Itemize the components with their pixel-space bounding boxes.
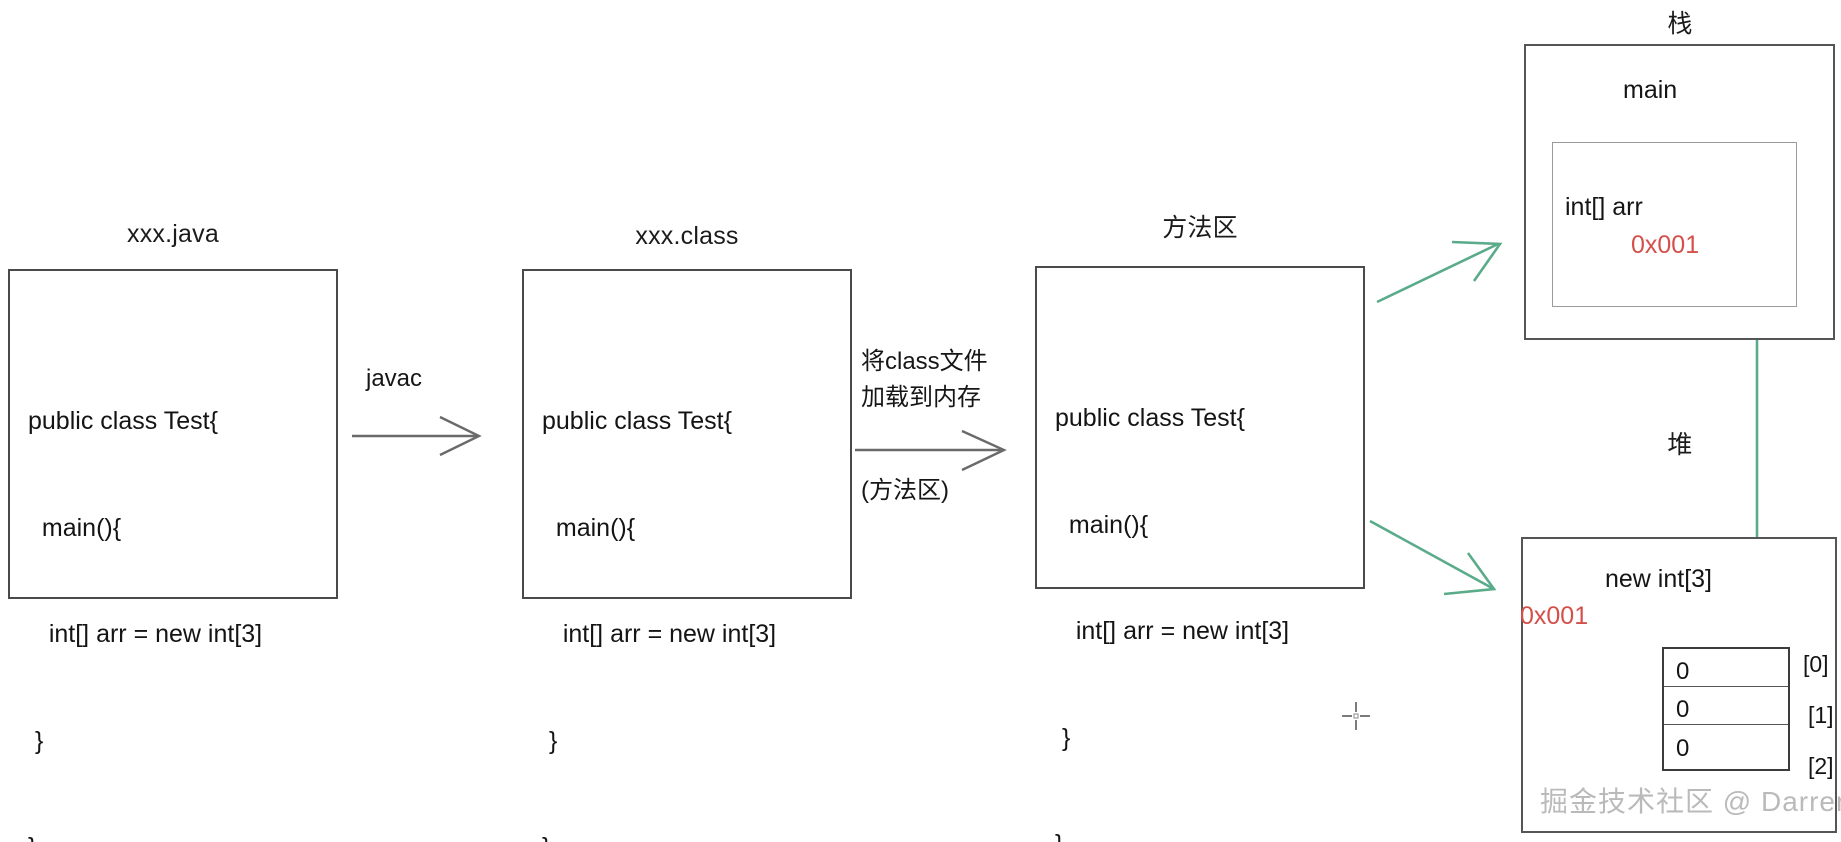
class-file-title: xxx.class [635, 222, 739, 250]
array-cell-value: 0 [1676, 658, 1690, 685]
array-cell-0: 0 [1664, 649, 1788, 687]
stack-title: 栈 [1667, 10, 1693, 38]
code-line-2: main(){ [542, 513, 636, 542]
javac-label: javac [366, 365, 423, 392]
method-area-to-stack-arrow [1376, 240, 1503, 304]
load-class-arrow [855, 429, 1007, 472]
method-area-code-block: public class Test{ main(){ int[] arr = n… [1055, 330, 1289, 842]
code-line-2: main(){ [1055, 510, 1149, 539]
array-cell-value: 0 [1676, 735, 1690, 762]
stack-variable-address: 0x001 [1631, 231, 1700, 259]
stack-box: main int[] arr 0x001 [1524, 44, 1835, 340]
method-area-box: public class Test{ main(){ int[] arr = n… [1035, 266, 1365, 842]
source-file-box: public class Test{ main(){ int[] arr = n… [8, 269, 338, 842]
code-line-1: public class Test{ [1055, 404, 1245, 432]
array-index-1: [1] [1808, 702, 1834, 728]
javac-arrow [352, 415, 482, 457]
class-file-box: public class Test{ main(){ int[] arr = n… [522, 269, 852, 842]
load-class-label-bottom: (方法区) [861, 477, 949, 504]
code-line-2: main(){ [28, 513, 122, 542]
code-line-1: public class Test{ [542, 407, 732, 435]
code-line-3: int[] arr = new int[3] [28, 620, 263, 648]
heap-array-table: 0 0 0 [1662, 647, 1790, 771]
watermark: 掘金技术社区 @ Darren [1540, 786, 1841, 817]
code-line-1: public class Test{ [28, 407, 218, 435]
array-cell-value: 0 [1676, 696, 1690, 723]
stack-frame-name: main [1623, 76, 1678, 104]
heap-title: 堆 [1667, 431, 1693, 459]
load-class-line-2: 加载到内存 [861, 384, 981, 411]
array-cell-1: 0 [1664, 687, 1788, 725]
load-class-line-1: 将class文件 [861, 348, 988, 375]
crosshair-cursor-icon [1342, 702, 1370, 730]
class-code-block: public class Test{ main(){ int[] arr = n… [542, 333, 776, 842]
heap-object-address: 0x001 [1520, 602, 1589, 630]
method-area-to-heap-arrow [1369, 519, 1497, 596]
heap-box: new int[3] 0x001 0 0 0 [0] [1] [2] [1520, 537, 1837, 833]
code-line-3: int[] arr = new int[3] [542, 620, 777, 648]
source-file-title: xxx.java [127, 220, 219, 248]
stack-variable-label: int[] arr [1565, 193, 1643, 221]
method-area-title: 方法区 [1162, 214, 1238, 242]
code-line-4: } [1055, 723, 1071, 752]
code-line-5: } [542, 830, 776, 842]
code-line-5: } [1055, 827, 1289, 842]
array-index-0: [0] [1803, 651, 1829, 677]
code-line-3: int[] arr = new int[3] [1055, 617, 1290, 645]
load-class-label-top: 将class文件 加载到内存 [861, 344, 988, 416]
heap-object-label: new int[3] [1605, 565, 1713, 593]
code-line-4: } [28, 726, 44, 755]
code-line-5: } [28, 830, 262, 842]
array-cell-2: 0 [1664, 725, 1788, 763]
code-line-4: } [542, 726, 558, 755]
source-code-block: public class Test{ main(){ int[] arr = n… [28, 333, 262, 842]
array-index-2: [2] [1808, 753, 1834, 779]
stack-frame-box: int[] arr 0x001 [1552, 142, 1797, 307]
